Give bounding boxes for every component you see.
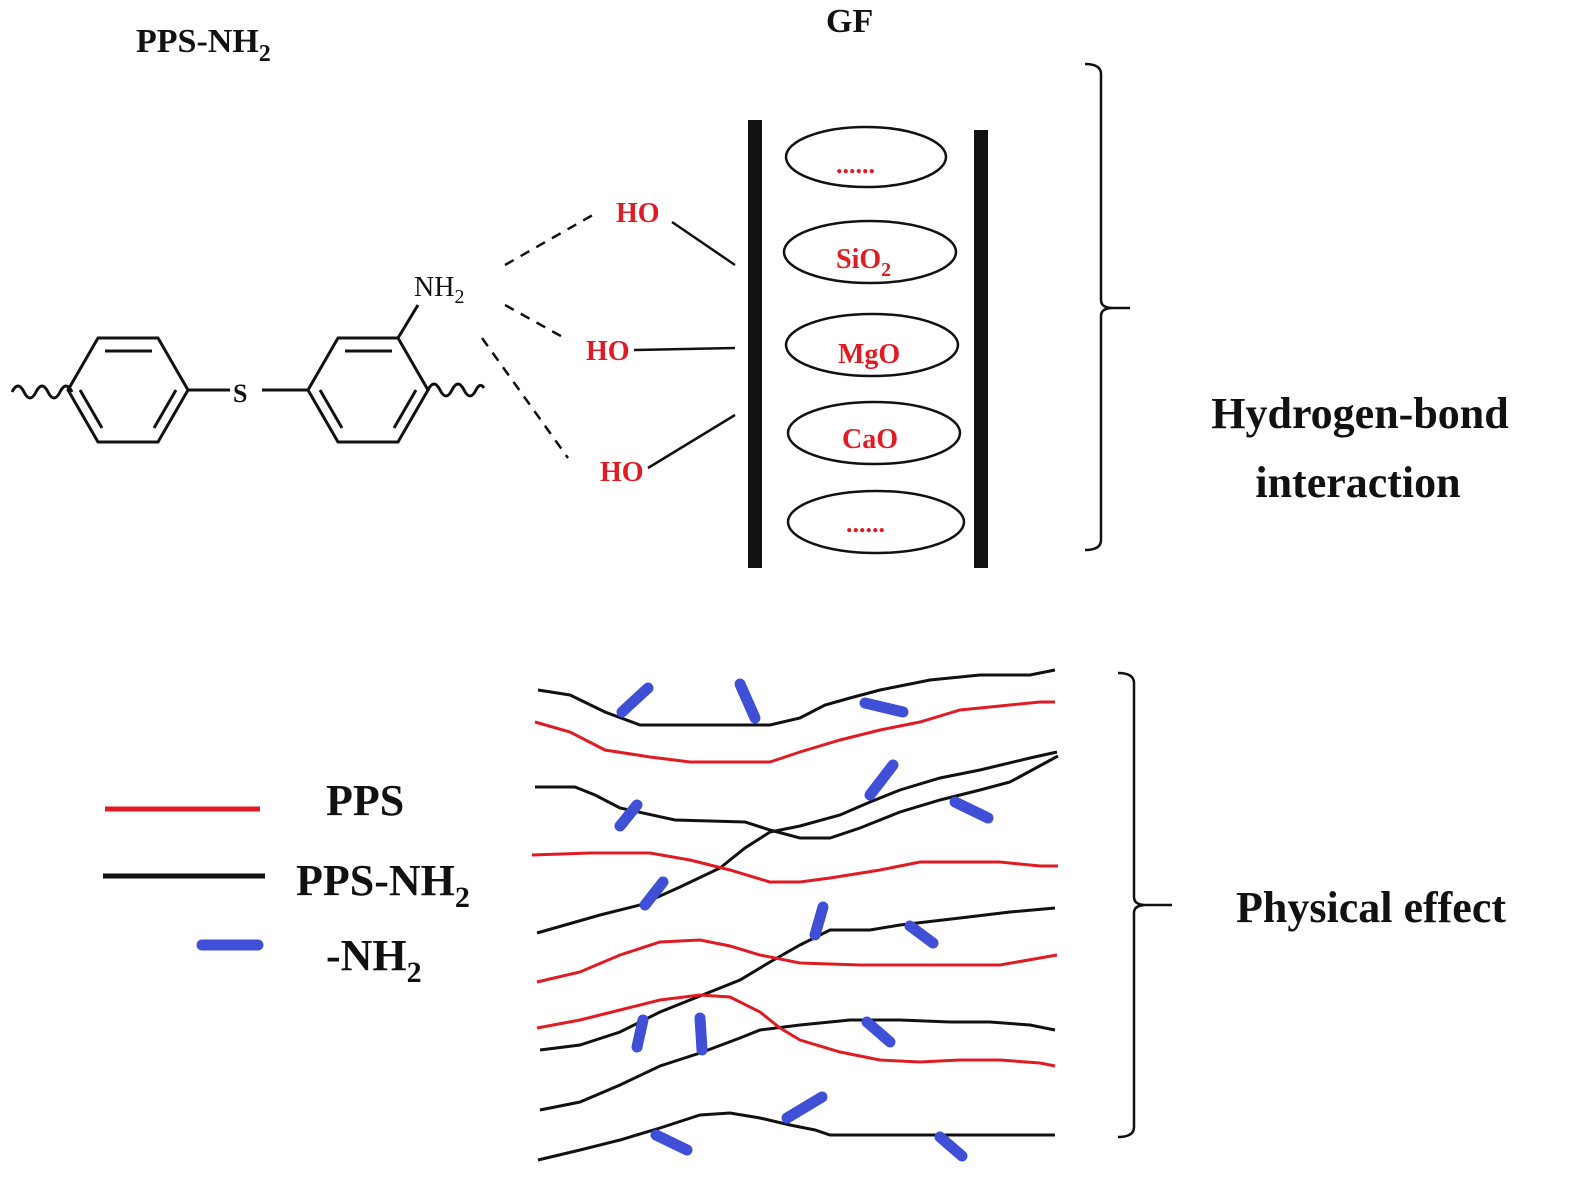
fiber-component-label-cao: CaO bbox=[842, 424, 898, 455]
nh2-group bbox=[949, 796, 994, 824]
fiber-component-ellipse bbox=[786, 400, 962, 466]
sulfur-label: S bbox=[233, 379, 247, 408]
physical-effect-label: Physical effect bbox=[1236, 883, 1506, 932]
nh2-group bbox=[809, 901, 829, 941]
fiber-component-label-more: ...... bbox=[836, 150, 875, 179]
wavy-bond-left bbox=[10, 384, 74, 400]
hydroxyl-bond-2 bbox=[633, 346, 736, 352]
nh2-group bbox=[861, 1016, 896, 1048]
ring2-double-bond bbox=[318, 389, 344, 429]
amine-bond bbox=[396, 304, 420, 339]
hydroxyl-bond-3 bbox=[647, 413, 736, 470]
fiber-component-label-mgo: MgO bbox=[838, 339, 900, 370]
hydroxyl-label-3: HO bbox=[600, 457, 644, 488]
wavy-bond-right bbox=[426, 382, 486, 398]
nh2-group bbox=[614, 799, 643, 832]
nh2-group bbox=[864, 759, 899, 801]
nh2-group bbox=[734, 678, 761, 724]
fiber-component-ellipse bbox=[784, 312, 960, 378]
benzene-ring-1 bbox=[66, 336, 190, 444]
hydrogen-bond-2 bbox=[504, 303, 569, 342]
fiber-component-ellipse bbox=[782, 219, 958, 285]
molecule-section: PPS-NH2 S NH2 bbox=[10, 3, 988, 568]
hydrogen-bond-3 bbox=[480, 337, 570, 459]
fiber-component-label-more: ...... bbox=[846, 509, 885, 538]
pps-nh2-chain bbox=[535, 754, 1059, 840]
nh2-group bbox=[631, 1014, 649, 1053]
pps-chain bbox=[531, 851, 1058, 884]
nh2-group bbox=[781, 1091, 828, 1124]
pps-nh2-chain bbox=[539, 906, 1056, 1052]
bracket-physical-effect bbox=[1117, 671, 1172, 1139]
fiber-component-ellipse bbox=[784, 125, 948, 189]
legend-label-pps: PPS bbox=[326, 776, 404, 825]
nh2-group bbox=[859, 697, 909, 718]
hydrogen-bond-label-line1: Hydrogen-bond bbox=[1211, 389, 1509, 438]
nh2-group bbox=[934, 1131, 968, 1162]
pps-nh2-chain bbox=[536, 750, 1058, 935]
nh2-group bbox=[904, 920, 939, 949]
nh2-group bbox=[639, 876, 669, 911]
fiber-wall-right bbox=[974, 130, 988, 568]
pps-nh2-chain bbox=[537, 668, 1056, 727]
hydrogen-bond-label-line2: interaction bbox=[1255, 458, 1460, 507]
legend-label-nh2: -NH2 bbox=[326, 931, 422, 989]
fiber-component-label-sio2: SiO2 bbox=[836, 244, 891, 281]
nh2-group bbox=[616, 682, 654, 718]
ring2-double-bond bbox=[392, 389, 418, 429]
pps-nh2-chain bbox=[537, 1111, 1055, 1162]
legend-label-pps-nh2: PPS-NH2 bbox=[296, 856, 470, 914]
pps-chain bbox=[534, 700, 1055, 764]
nh2-groups bbox=[614, 678, 994, 1162]
amine-label: NH2 bbox=[414, 272, 464, 308]
nh2-group bbox=[650, 1129, 693, 1156]
fiber-components bbox=[782, 125, 966, 555]
pps-chain bbox=[536, 938, 1058, 984]
fiber-title: GF bbox=[826, 3, 873, 40]
ring1-double-bond bbox=[78, 389, 104, 429]
legend: PPS PPS-NH2 -NH2 bbox=[103, 776, 470, 989]
benzene-ring-2 bbox=[306, 336, 430, 444]
molecule-title: PPS-NH2 bbox=[136, 23, 271, 67]
ring1-double-bond bbox=[152, 389, 178, 429]
nh2-group bbox=[694, 1012, 708, 1056]
hydroxyl-bond-1 bbox=[671, 220, 736, 267]
hydroxyl-bonds bbox=[633, 220, 736, 470]
hydrogen-bond-1 bbox=[504, 210, 599, 267]
fiber-component-ellipse bbox=[786, 489, 966, 555]
fiber-wall-left bbox=[748, 120, 762, 568]
pps-nh2-structure bbox=[10, 304, 486, 444]
hydroxyl-label-1: HO bbox=[616, 198, 660, 229]
bracket-hydrogen-bond bbox=[1084, 62, 1130, 552]
hydroxyl-label-2: HO bbox=[586, 336, 630, 367]
hydrogen-bonds bbox=[480, 210, 599, 459]
pps-chain bbox=[536, 993, 1056, 1068]
polymer-chains bbox=[531, 668, 1059, 1162]
